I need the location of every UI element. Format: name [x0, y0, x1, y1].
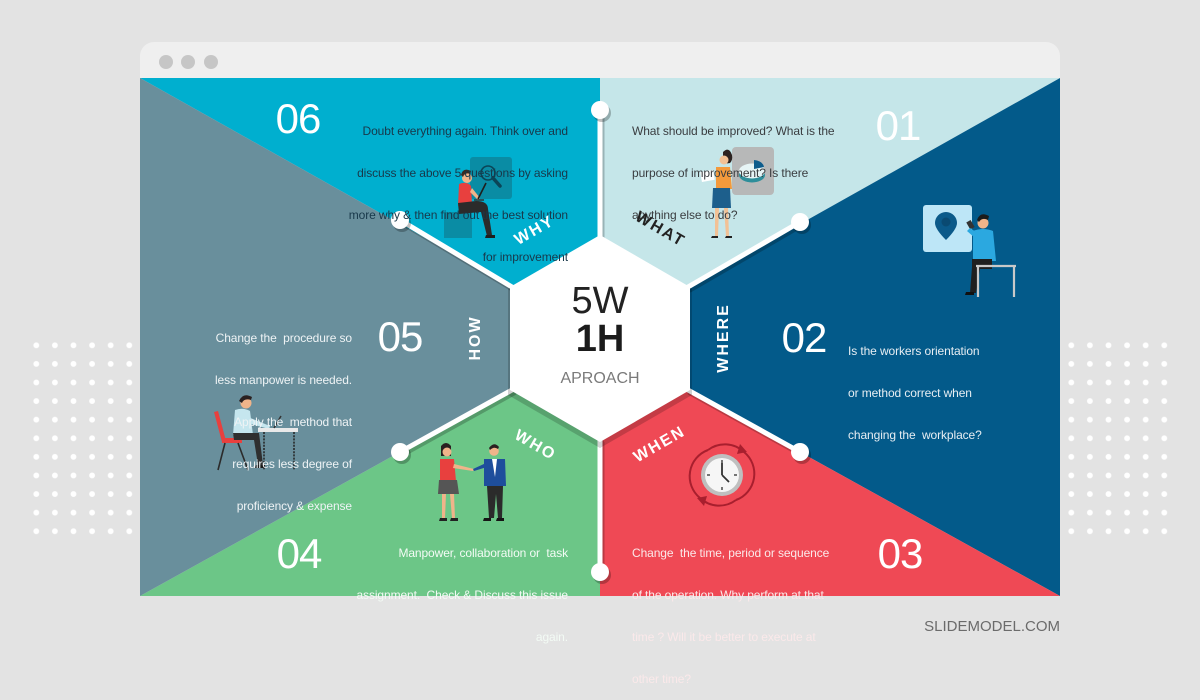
description-line: less manpower is needed. [214, 373, 352, 387]
panel-05-how [140, 78, 512, 596]
center-subtitle: APROACH [560, 370, 640, 387]
description-line: Apply the method that [234, 415, 352, 429]
where-illustration [923, 205, 1016, 297]
section-02-description: Is the workers orientation or method cor… [848, 316, 982, 456]
how-illustration [214, 395, 298, 471]
section-label-how: HOW [467, 315, 484, 361]
description-line: Is the workers orientation [848, 344, 980, 358]
center-hexagon [510, 235, 690, 442]
dot-grid-left [27, 336, 138, 540]
description-line: assignment. Check & Discuss this issue [356, 588, 568, 602]
pie-chart-icon [739, 160, 765, 183]
connector-line [397, 387, 515, 455]
node-dot [391, 211, 409, 229]
section-01-description: What should be improved? What is the pur… [632, 96, 835, 236]
connector-line [685, 219, 803, 290]
description-line: What should be improved? What is the [632, 124, 835, 138]
section-number-01: 01 [875, 102, 922, 149]
description-line: Manpower, collaboration or task [398, 546, 568, 560]
section-label-where: WHERE [715, 303, 732, 373]
section-number-03: 03 [877, 530, 924, 577]
description-line: again. [535, 630, 568, 644]
description-line: for improvement [482, 250, 568, 264]
footer-brand: SLIDEMODEL.COM [924, 618, 1060, 635]
section-03-description: Change the time, period or sequence of t… [632, 518, 829, 700]
section-number-05: 05 [377, 313, 424, 360]
node-dot [591, 101, 609, 119]
description-line: changing the workplace? [848, 428, 982, 442]
node-dot [591, 563, 609, 581]
window-dot-icon [159, 55, 173, 69]
description-line: proficiency & expense [236, 499, 352, 513]
panel-04-who [140, 390, 600, 596]
center-title-5w: 5W [571, 280, 629, 322]
section-04-description: Manpower, collaboration or task assignme… [300, 518, 568, 658]
description-line: requires less degree of [232, 457, 352, 471]
connector-line [685, 387, 803, 455]
panel-06-why [140, 78, 600, 287]
description-line: Change the procedure so [215, 331, 352, 345]
panel-03-when [600, 390, 1060, 596]
section-05-description: Change the procedure so less manpower is… [150, 303, 352, 527]
description-line: more why & then find out the best soluti… [348, 208, 568, 222]
node-dot [791, 443, 809, 461]
seat-cube [444, 212, 472, 238]
section-06-description: Doubt everything again. Think over and d… [300, 96, 568, 278]
description-line: purpose of improvement? Is there [632, 166, 809, 180]
what-illustration [700, 147, 774, 238]
description-line: other time? [632, 672, 691, 686]
why-illustration [444, 157, 512, 238]
center-title-1h: 1H [575, 318, 625, 360]
window-header [140, 42, 1060, 78]
description-line: time ? Will it be better to execute at [632, 630, 816, 644]
node-dot [391, 443, 409, 461]
magnifier-icon [470, 157, 512, 199]
section-number-06: 06 [275, 95, 322, 142]
description-line: anything else to do? [632, 208, 738, 222]
description-line: Change the time, period or sequence [632, 546, 830, 560]
description-line: of the operation. Why perform at that [632, 588, 824, 602]
connector-nodes [391, 101, 811, 584]
connector-lines [397, 107, 805, 578]
description-line: Doubt everything again. Think over and [362, 124, 569, 138]
clock-icon [688, 443, 756, 507]
node-dot [791, 213, 809, 231]
section-number-04: 04 [276, 530, 323, 577]
description-line: discuss the above 5 questions by asking [357, 166, 568, 180]
who-illustration [438, 443, 506, 521]
section-number-02: 02 [781, 314, 828, 361]
diagram-canvas [140, 78, 1060, 596]
description-line: or method correct when [848, 386, 972, 400]
dot-grid-right [1062, 336, 1173, 540]
window-dot-icon [181, 55, 195, 69]
connector-line [397, 217, 515, 290]
window-dot-icon [204, 55, 218, 69]
